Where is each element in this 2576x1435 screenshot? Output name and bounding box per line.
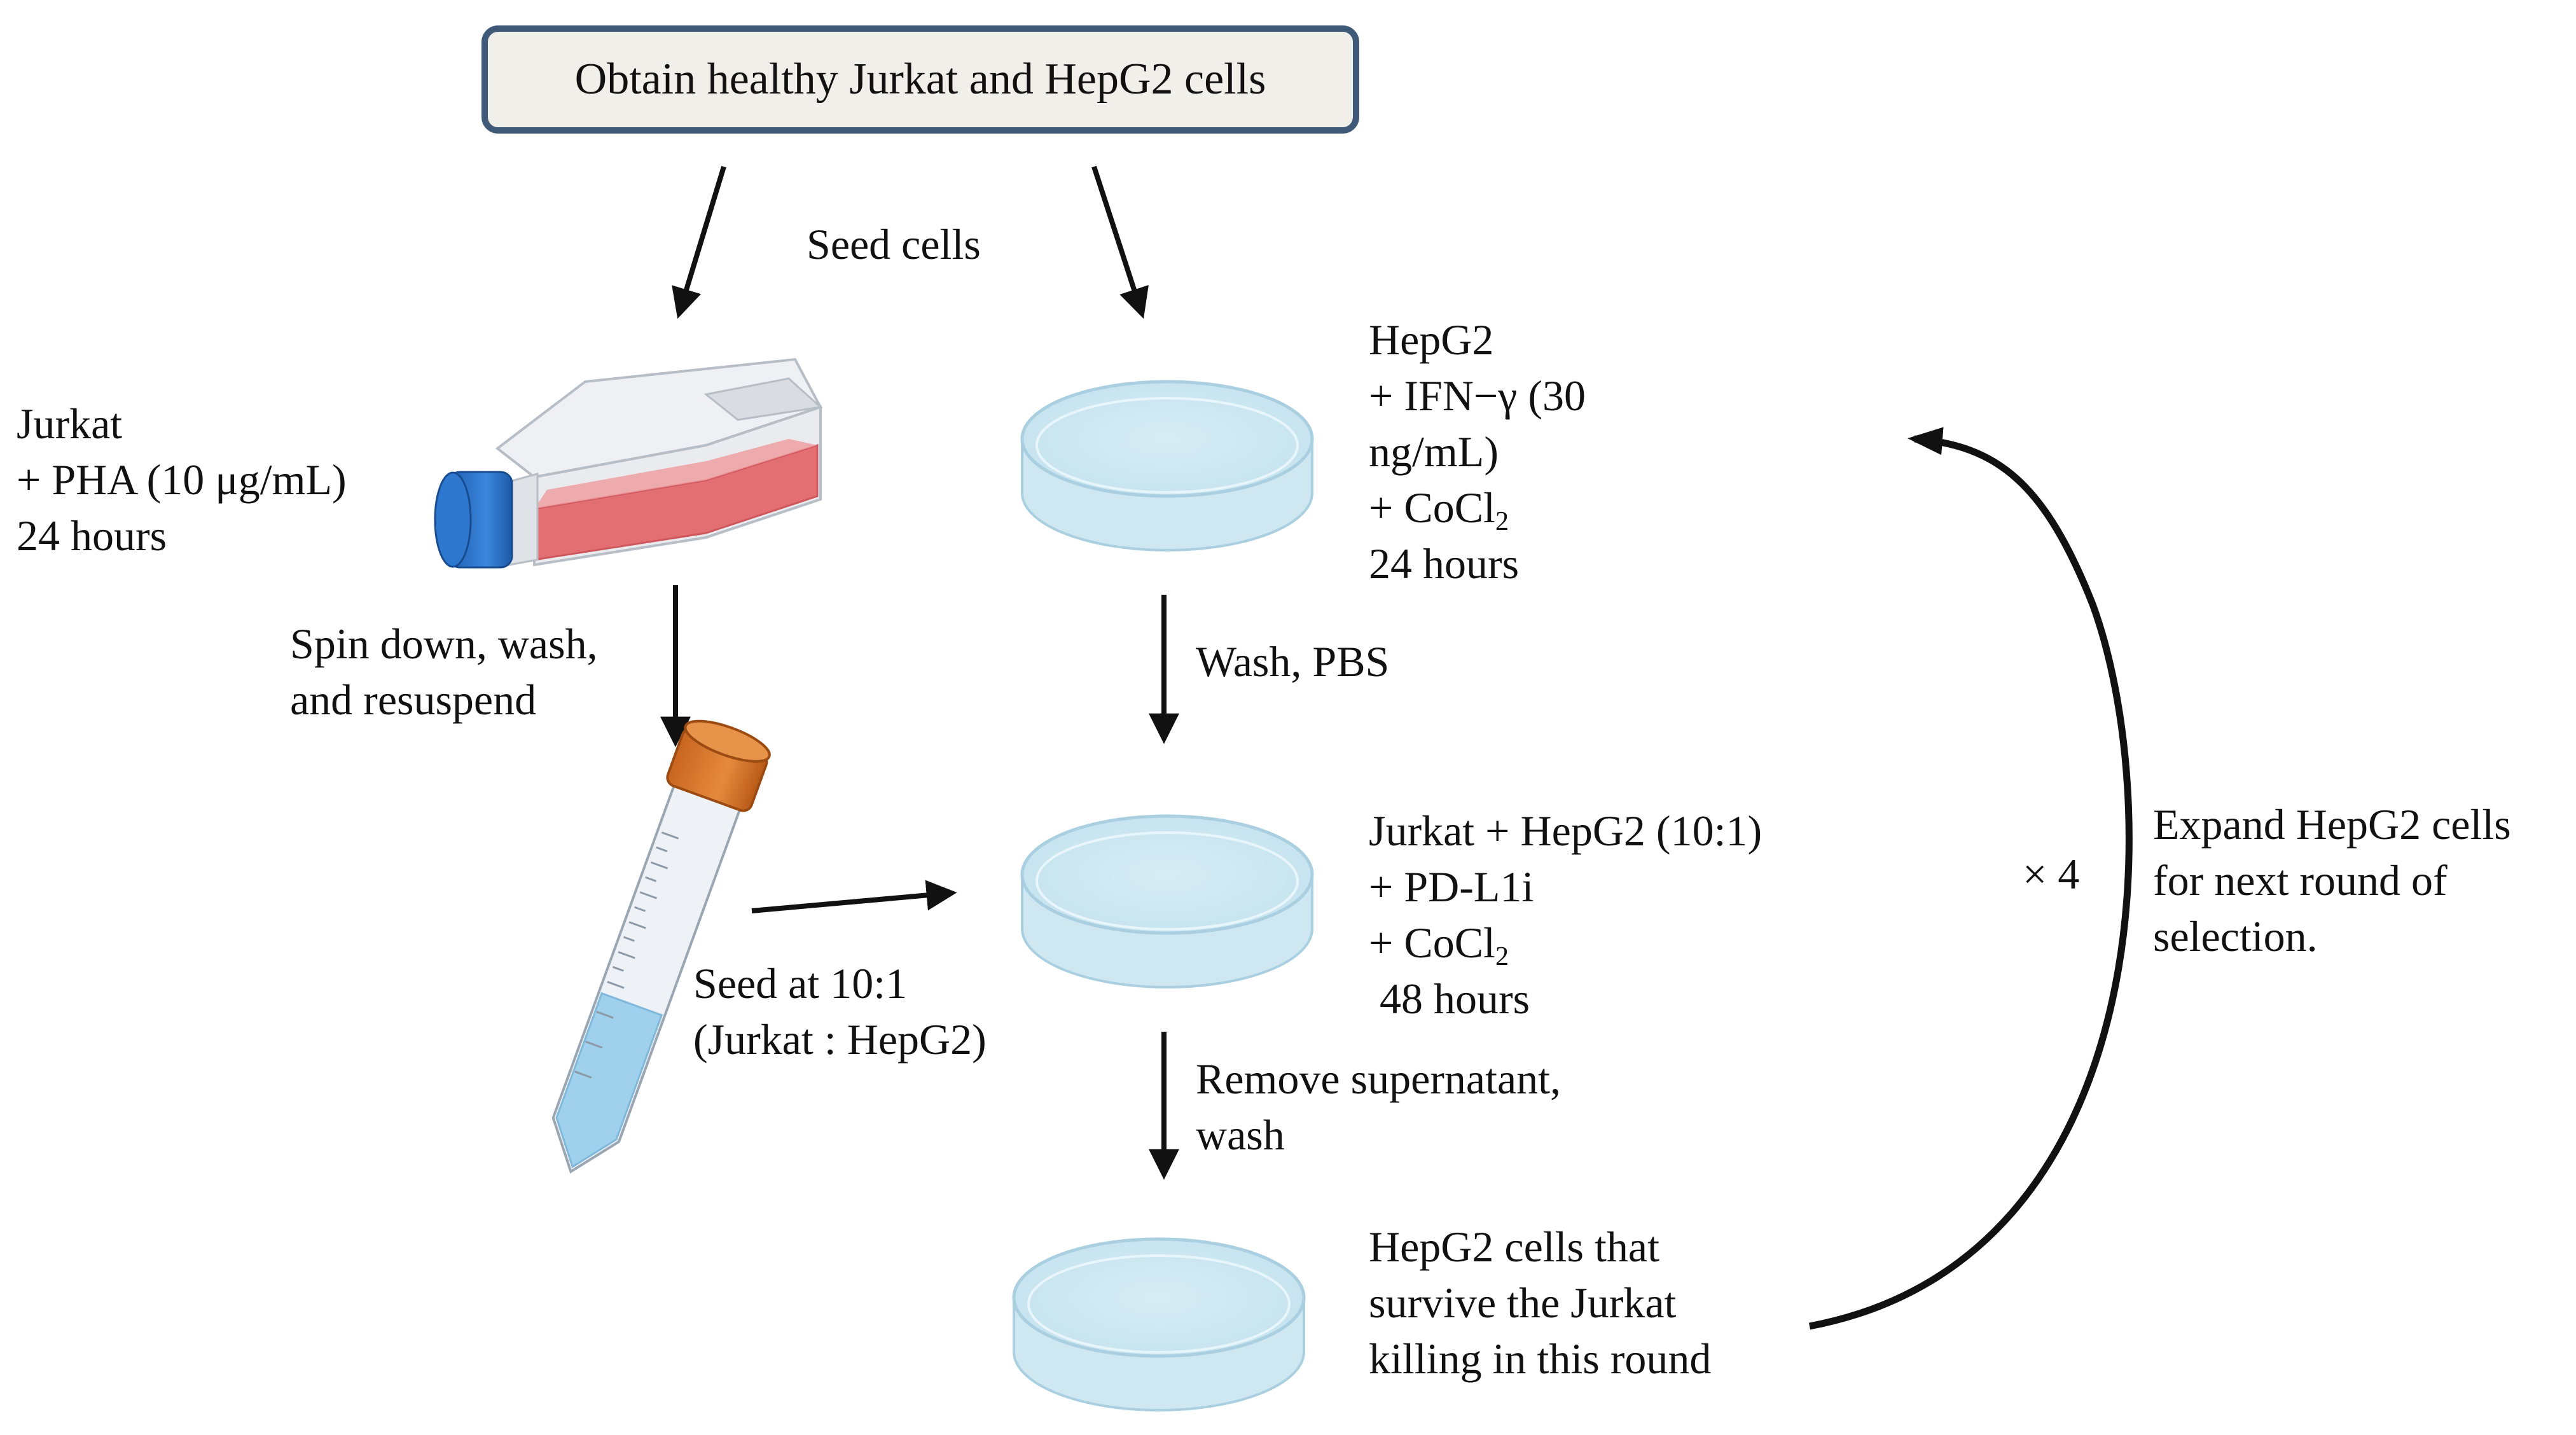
jurkat-line-3: 24 hours bbox=[17, 511, 167, 560]
hepg2-line-5: 24 hours bbox=[1369, 539, 1520, 588]
top-step-box: Obtain healthy Jurkat and HepG2 cells bbox=[481, 25, 1359, 134]
culture-flask-icon bbox=[434, 357, 823, 569]
coculture-cocl-text: + CoCl bbox=[1369, 919, 1495, 967]
survivor-line-3: killing in this round bbox=[1369, 1334, 1712, 1383]
expand-line-2: for next round of bbox=[2153, 856, 2448, 905]
coculture-line-1: Jurkat + HepG2 (10:1) bbox=[1369, 807, 1762, 855]
top-step-label: Obtain healthy Jurkat and HepG2 cells bbox=[574, 55, 1266, 104]
arrow-tube-to-dish2 bbox=[751, 880, 957, 913]
arrow-to-hepg2-dish bbox=[1091, 165, 1149, 319]
jurkat-line-2: + PHA (10 μg/mL) bbox=[17, 455, 347, 504]
wash-pbs-label: Wash, PBS bbox=[1196, 637, 1390, 686]
hepg2-line-1: HepG2 bbox=[1369, 315, 1494, 364]
spin-line-1: Spin down, wash, bbox=[290, 620, 598, 668]
petri-dish-icon bbox=[1012, 1237, 1306, 1411]
coculture-cocl-subscript: 2 bbox=[1495, 941, 1509, 971]
hepg2-cocl-text: + CoCl bbox=[1369, 483, 1495, 532]
survivor-line-1: HepG2 cells that bbox=[1369, 1223, 1659, 1271]
hepg2-line-4: + CoCl2 bbox=[1369, 480, 1509, 536]
hepg2-cocl-subscript: 2 bbox=[1495, 506, 1509, 536]
jurkat-line-1: Jurkat bbox=[17, 399, 123, 448]
seed-ratio-line-2: (Jurkat : HepG2) bbox=[693, 1015, 987, 1064]
seed-cells-label: Seed cells bbox=[807, 220, 981, 268]
loop-count-label: × 4 bbox=[2023, 850, 2080, 898]
hepg2-line-2: + IFN−γ (30 bbox=[1369, 371, 1586, 420]
expand-line-3: selection. bbox=[2153, 912, 2318, 960]
coculture-line-3: + CoCl2 bbox=[1369, 915, 1509, 971]
survivor-line-2: survive the Jurkat bbox=[1369, 1279, 1677, 1327]
arrow-to-flask bbox=[672, 165, 726, 319]
remove-line-1: Remove supernatant, bbox=[1196, 1055, 1562, 1103]
spin-line-2: and resuspend bbox=[290, 676, 537, 724]
coculture-line-4: 48 hours bbox=[1369, 974, 1530, 1023]
coculture-line-2: + PD-L1i bbox=[1369, 863, 1534, 911]
centrifuge-tube-icon bbox=[551, 719, 771, 1174]
expand-line-1: Expand HepG2 cells bbox=[2153, 800, 2511, 849]
loop-back-arrow bbox=[1808, 427, 2133, 1330]
seed-ratio-line-1: Seed at 10:1 bbox=[693, 959, 908, 1008]
petri-dish-icon bbox=[1020, 380, 1314, 551]
petri-dish-icon bbox=[1020, 814, 1314, 988]
hepg2-line-3: ng/mL) bbox=[1369, 427, 1499, 476]
remove-line-2: wash bbox=[1196, 1111, 1285, 1159]
